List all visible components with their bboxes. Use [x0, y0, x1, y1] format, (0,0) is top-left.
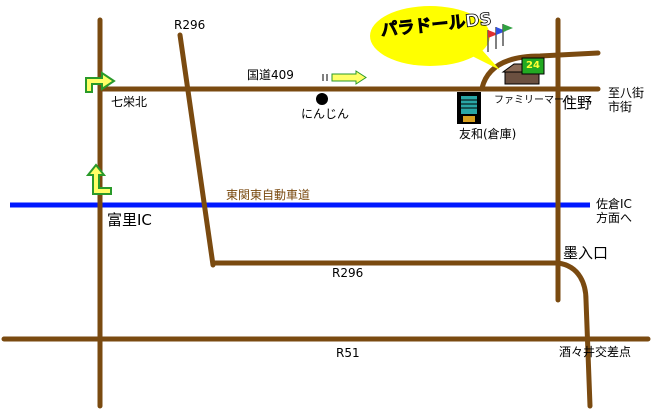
destination-label-sakura: 佐倉IC 方面へ — [596, 197, 632, 225]
destination-building-icon — [501, 57, 545, 85]
place-label-sumiiriguchi: 墨入口 — [563, 244, 609, 262]
road-to-shisui — [555, 260, 593, 409]
flags-icon — [487, 24, 513, 52]
turn-right-arrow-icon — [85, 71, 116, 93]
road-to-destination — [479, 50, 601, 91]
destination-label-yachimata: 至八街 市街 — [608, 86, 644, 114]
place-label-yuwa: 友和(倉庫) — [459, 127, 517, 141]
direction-arrow-icon — [322, 70, 367, 85]
road-label-expressway: 東関東自動車道 — [226, 188, 311, 202]
place-label-ninjin: にんじん — [301, 107, 350, 121]
destination-balloon — [370, 6, 500, 70]
place-label-familymart: ファミリーマート — [494, 95, 574, 106]
road-label-r296-east: R296 — [332, 266, 364, 280]
destination-label-sakura-line1: 佐倉IC — [596, 197, 632, 211]
open-24h-badge: 24 — [526, 60, 540, 71]
place-label-tomisato-ic: 富里IC — [107, 211, 152, 229]
destination-label-sakura-line2: 方面へ — [596, 211, 633, 225]
destination-label-yachimata-line1: 至八街 — [608, 86, 645, 100]
road-label-kokudo409: 国道409 — [247, 68, 294, 82]
road-label-r296-north: R296 — [174, 18, 206, 32]
road-label-r51: R51 — [336, 346, 360, 360]
ninjin-marker-icon — [316, 93, 328, 105]
exit-arrow-icon — [85, 163, 112, 195]
place-label-sumino: 住野 — [562, 94, 593, 112]
familymart-building-icon — [457, 92, 481, 124]
destination-label-yachimata-line2: 市街 — [608, 100, 633, 114]
place-label-shisui-kosaten: 酒々井交差点 — [559, 345, 632, 359]
place-label-shichiei-kita: 七栄北 — [111, 95, 148, 109]
road-r296-north — [177, 32, 216, 268]
